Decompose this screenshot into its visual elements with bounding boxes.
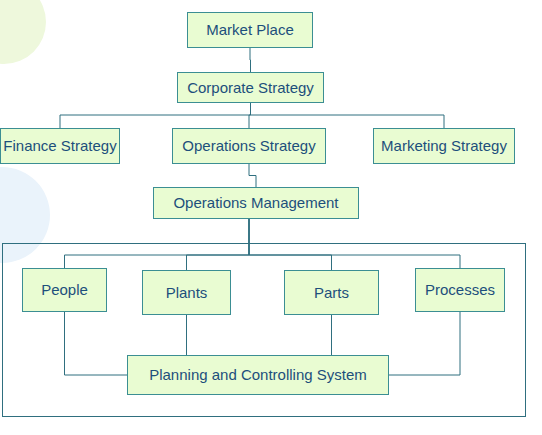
box-label: People	[41, 281, 88, 298]
connector-line	[249, 219, 332, 270]
process-box: Processes	[415, 268, 505, 312]
process-box: Operations Management	[153, 187, 359, 219]
process-box: People	[22, 268, 107, 312]
box-label: Corporate Strategy	[187, 79, 314, 96]
box-label: Processes	[425, 281, 495, 298]
process-box: Marketing Strategy	[373, 128, 515, 164]
process-box: Finance Strategy	[0, 128, 120, 164]
box-label: Finance Strategy	[3, 137, 116, 154]
box-label: Planning and Controlling System	[149, 366, 367, 383]
group-frame	[3, 244, 526, 417]
box-label: Operations Strategy	[182, 137, 315, 154]
connector-line	[187, 219, 250, 270]
box-label: Plants	[166, 284, 208, 301]
process-box: Market Place	[187, 12, 313, 48]
process-box: Corporate Strategy	[177, 72, 324, 103]
process-box: Parts	[284, 270, 379, 315]
connector-line	[186, 315, 187, 355]
process-box: Plants	[142, 270, 231, 315]
background-blob	[0, 167, 50, 263]
box-label: Market Place	[206, 21, 294, 38]
connector-line	[65, 312, 128, 375]
connector-line	[249, 219, 460, 268]
connector-line	[249, 164, 256, 187]
box-label: Marketing Strategy	[381, 137, 507, 154]
box-label: Operations Management	[173, 194, 338, 211]
connector-line	[60, 103, 251, 128]
connector-line	[331, 315, 332, 355]
background-blob	[0, 0, 46, 64]
connector-line	[250, 48, 252, 72]
connector-line	[251, 103, 445, 128]
box-label: Parts	[314, 284, 349, 301]
process-box: Operations Strategy	[172, 128, 326, 164]
process-box: Planning and Controlling System	[127, 355, 389, 395]
connector-line	[65, 219, 250, 268]
connector-line	[389, 312, 460, 375]
